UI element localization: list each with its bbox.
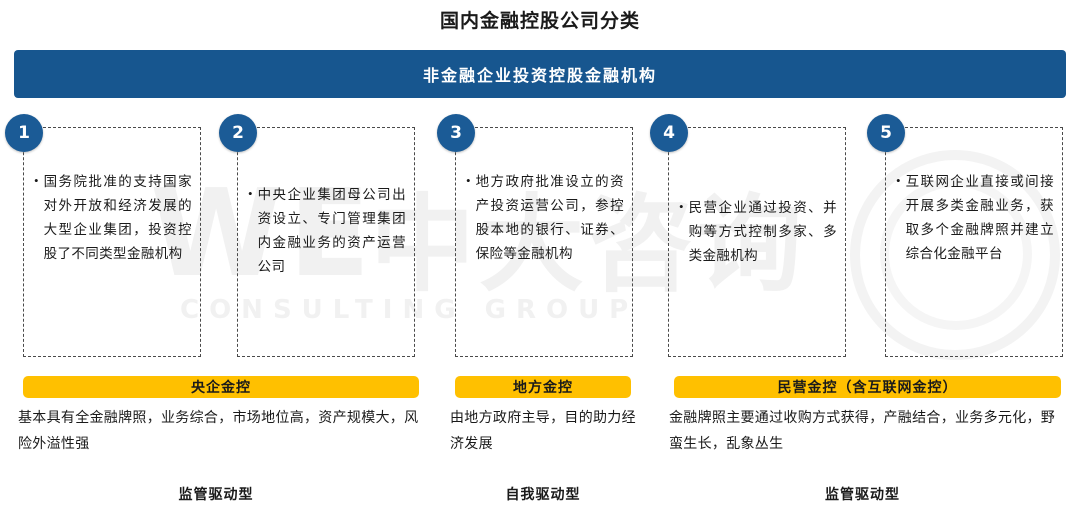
group-label-private-internet[interactable]: 民营金控（含互联网金控）	[674, 376, 1061, 398]
card-number-badge-2: 2	[219, 114, 257, 152]
bullet-icon: •	[466, 173, 471, 188]
banner-header: 非金融企业投资控股金融机构	[14, 50, 1066, 98]
category-card-5[interactable]: • 互联网企业直接或间接开展多类金融业务，获取多个金融牌照并建立综合化金融平台	[885, 127, 1063, 357]
category-card-text: 地方政府批准设立的资产投资运营公司，参控股本地的银行、证券、保险等金融机构	[475, 174, 624, 261]
group-description-private-internet: 金融牌照主要通过收购方式获得，产融结合，业务多元化，野蛮生长，乱象丛生	[669, 411, 1056, 452]
card-number-badge-1: 1	[5, 114, 43, 152]
card-number-badge-3: 3	[437, 114, 475, 152]
category-card-4[interactable]: • 民营企业通过投资、并购等方式控制多家、多类金融机构	[668, 127, 846, 357]
category-card-1[interactable]: • 国务院批准的支持国家对外开放和经济发展的大型企业集团，投资控股了不同类型金融…	[23, 127, 201, 357]
category-card-text: 中央企业集团母公司出资设立、专门管理集团内金融业务的资产运营公司	[257, 187, 406, 274]
page-title: 国内金融控股公司分类	[439, 11, 640, 32]
category-card-text: 互联网企业直接或间接开展多类金融业务，获取多个金融牌照并建立综合化金融平台	[905, 174, 1054, 261]
bullet-icon: •	[896, 173, 901, 188]
group-label-text: 地方金控	[513, 381, 573, 396]
group-footer-local-government: 自我驱动型	[505, 488, 581, 503]
group-label-text: 央企金控	[191, 381, 251, 396]
group-label-local-government[interactable]: 地方金控	[455, 376, 631, 398]
bullet-icon: •	[248, 186, 253, 201]
card-number-badge-5: 5	[867, 114, 905, 152]
category-card-2[interactable]: • 中央企业集团母公司出资设立、专门管理集团内金融业务的资产运营公司	[237, 127, 415, 357]
card-number-badge-4: 4	[650, 114, 688, 152]
bullet-icon: •	[679, 199, 684, 214]
group-description-central-soe: 基本具有全金融牌照，业务综合，市场地位高，资产规模大，风险外溢性强	[18, 411, 419, 452]
group-footer-private-internet: 监管驱动型	[825, 488, 900, 503]
category-card-text: 国务院批准的支持国家对外开放和经济发展的大型企业集团，投资控股了不同类型金融机构	[43, 174, 192, 261]
group-description-local-government: 由地方政府主导，目的助力经济发展	[450, 411, 636, 452]
category-card-text: 民营企业通过投资、并购等方式控制多家、多类金融机构	[688, 200, 837, 263]
bullet-icon: •	[34, 173, 39, 188]
category-card-3[interactable]: • 地方政府批准设立的资产投资运营公司，参控股本地的银行、证券、保险等金融机构	[455, 127, 633, 357]
group-label-central-soe[interactable]: 央企金控	[23, 376, 419, 398]
group-label-text: 民营金控（含互联网金控）	[777, 381, 958, 396]
banner-label: 非金融企业投资控股金融机构	[422, 68, 657, 85]
group-footer-central-soe: 监管驱动型	[178, 488, 254, 503]
